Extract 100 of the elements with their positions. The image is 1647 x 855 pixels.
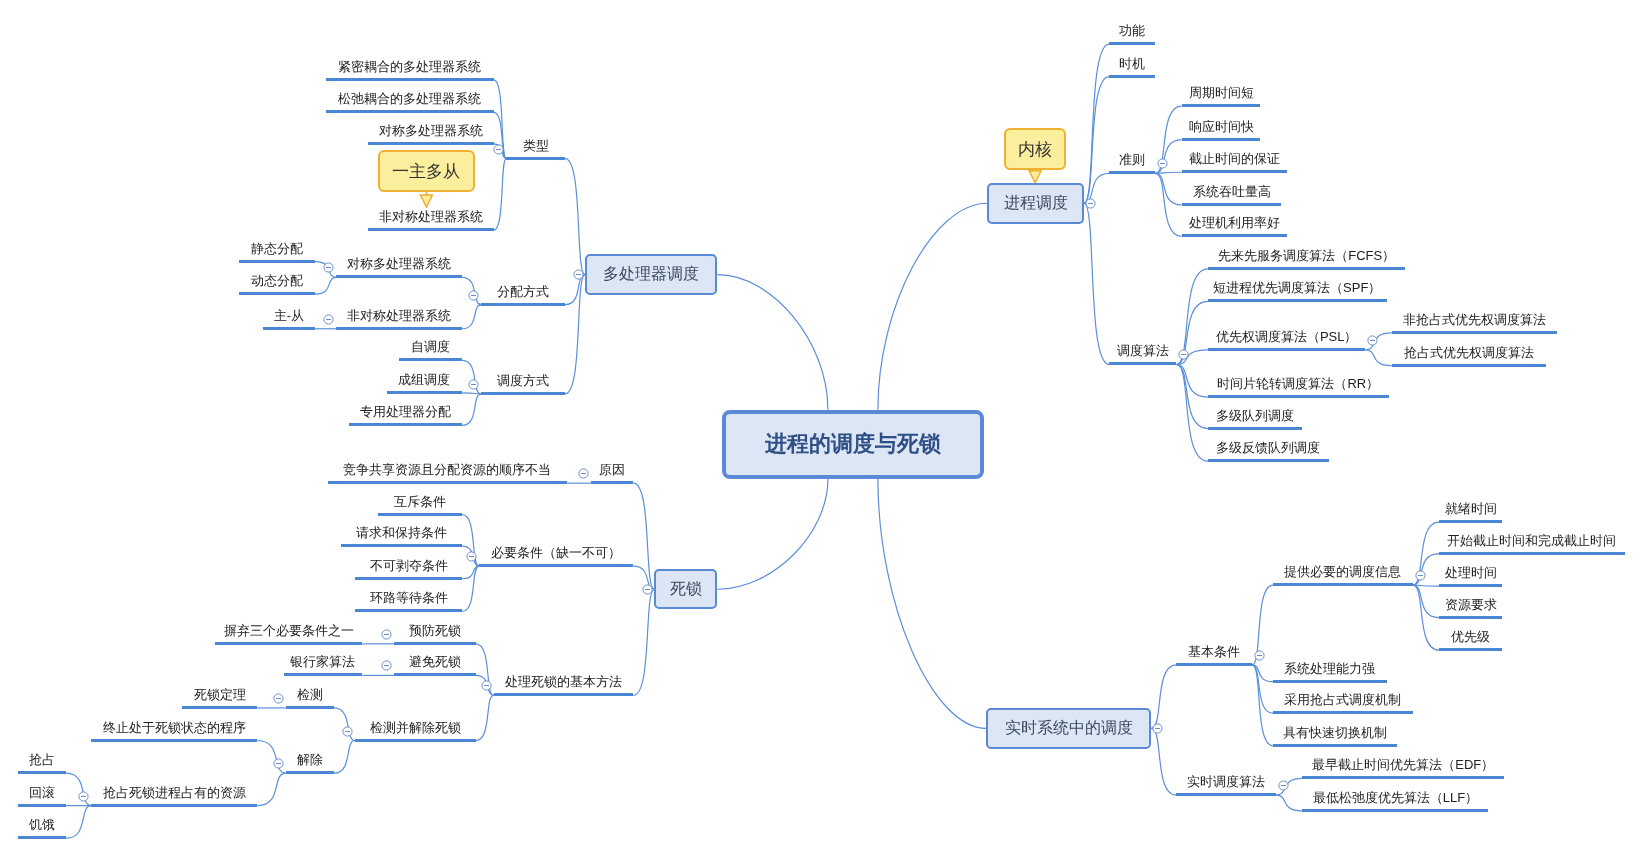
- connector-line: [1083, 202, 1110, 366]
- connector-line: [1275, 777, 1304, 796]
- callout-bubble: 内核: [1004, 128, 1067, 171]
- topic-label: 最早截止时间优先算法（EDF）: [1302, 755, 1505, 780]
- topic-label: 回滚: [17, 782, 67, 807]
- connector-line: [256, 772, 287, 807]
- topic-label: 预防死锁: [393, 620, 476, 645]
- topic-label: 系统吞吐量高: [1181, 181, 1282, 206]
- connector-line: [314, 260, 337, 278]
- connector-line: [877, 202, 988, 411]
- connector-line: [1154, 139, 1183, 174]
- topic-label: 调度算法: [1109, 341, 1177, 366]
- topic-box: 多处理器调度: [585, 254, 718, 296]
- topic-label: 开始截止时间和完成截止时间: [1439, 530, 1625, 555]
- topic-label: 就绪时间: [1439, 499, 1503, 524]
- connector-line: [493, 111, 507, 160]
- connector-line: [1412, 584, 1440, 651]
- connector-line: [1251, 664, 1274, 747]
- connector-line: [632, 482, 655, 590]
- topic-label: 功能: [1109, 21, 1156, 46]
- topic-label: 准则: [1109, 150, 1156, 175]
- callout-bubble: 一主多从: [378, 150, 475, 193]
- topic-label: 松弛耦合的多处理器系统: [325, 89, 494, 114]
- topic-label: 静态分配: [239, 238, 316, 263]
- connector-line: [314, 328, 337, 330]
- connector-line: [877, 478, 987, 730]
- topic-label: 先来先服务调度算法（FCFS）: [1207, 245, 1406, 270]
- connector-line: [461, 393, 482, 426]
- connector-line: [256, 707, 287, 709]
- connector-line: [461, 392, 482, 395]
- topic-label: 分配方式: [481, 281, 566, 306]
- topic-box: 进程调度: [987, 182, 1084, 224]
- connector-line: [716, 478, 829, 590]
- connector-line: [461, 304, 482, 330]
- topic-label: 截止时间的保证: [1181, 149, 1287, 174]
- topic-label: 不可剥夺条件: [355, 555, 463, 580]
- connector-line: [1175, 363, 1209, 462]
- connector-line: [1412, 584, 1440, 587]
- connector-line: [475, 694, 495, 742]
- topic-label: 专用处理器分配: [348, 402, 463, 427]
- connector-line: [1083, 76, 1110, 204]
- topic-label: 非抢占式优先权调度算法: [1391, 309, 1557, 334]
- topic-label: 死锁定理: [181, 684, 258, 709]
- topic-label: 系统处理能力强: [1273, 658, 1387, 683]
- topic-label: 检测: [285, 684, 334, 709]
- topic-label: 处理时间: [1439, 563, 1503, 588]
- connector-line: [632, 565, 655, 590]
- connector-line: [1412, 584, 1440, 619]
- connector-line: [65, 805, 92, 807]
- connector-line: [475, 674, 495, 696]
- topic-label: 原因: [591, 460, 634, 485]
- topic-label: 竞争共享资源且分配资源的顺序不当: [327, 460, 568, 485]
- topic-label: 周期时间短: [1181, 83, 1261, 108]
- connector-line: [1275, 794, 1304, 812]
- topic-label: 对称多处理器系统: [367, 120, 494, 145]
- topic-label: 必要条件（缺一不可）: [478, 543, 634, 568]
- topic-label: 环路等待条件: [355, 588, 463, 613]
- connector-line: [493, 158, 507, 231]
- topic-label: 类型: [506, 135, 566, 160]
- connector-line: [1175, 268, 1209, 366]
- topic-label: 处理死锁的基本方法: [493, 672, 634, 697]
- topic-box: 实时系统中的调度: [986, 707, 1152, 749]
- topic-label: 时间片轮转调度算法（RR）: [1207, 374, 1389, 399]
- topic-label: 抢占死锁进程占有的资源: [91, 782, 258, 807]
- connector-line: [314, 276, 337, 295]
- topic-label: 成组调度: [386, 369, 463, 394]
- topic-label: 处理机利用率好: [1181, 213, 1287, 238]
- connector-line: [361, 643, 395, 645]
- topic-label: 时机: [1109, 53, 1156, 78]
- topic-label: 资源要求: [1439, 594, 1503, 619]
- connector-line: [1175, 300, 1209, 366]
- connector-line: [65, 805, 92, 839]
- topic-label: 对称多处理器系统: [336, 254, 463, 279]
- topic-label: 动态分配: [239, 271, 316, 296]
- topic-label: 自调度: [399, 337, 463, 362]
- callout-pointer: [1028, 169, 1042, 184]
- topic-label: 解除: [285, 750, 334, 775]
- connector-line: [1412, 521, 1440, 586]
- topic-label: 优先权调度算法（PSL）: [1207, 326, 1366, 351]
- callout-pointer: [419, 191, 434, 209]
- connector-line: [566, 482, 592, 484]
- connector-line: [65, 772, 92, 807]
- connector-line: [461, 276, 482, 306]
- topic-label: 互斥条件: [378, 491, 463, 516]
- connector-line: [564, 274, 586, 395]
- central-topic-box: 进程的调度与死锁: [721, 409, 985, 479]
- topic-label: 优先级: [1439, 627, 1503, 652]
- connector-line: [461, 565, 480, 580]
- topic-label: 避免死锁: [393, 652, 476, 677]
- topic-label: 具有快速切换机制: [1273, 722, 1397, 747]
- topic-label: 请求和保持条件: [341, 523, 463, 548]
- topic-label: 主-从: [262, 305, 316, 330]
- topic-label: 基本条件: [1176, 641, 1253, 666]
- connector-line: [461, 565, 480, 612]
- connector-line: [361, 674, 395, 676]
- connector-line: [1150, 727, 1178, 796]
- connector-line: [1251, 664, 1274, 714]
- connector-line: [1251, 584, 1274, 666]
- topic-label: 实时调度算法: [1176, 772, 1277, 797]
- topic-label: 非对称处理器系统: [367, 207, 494, 232]
